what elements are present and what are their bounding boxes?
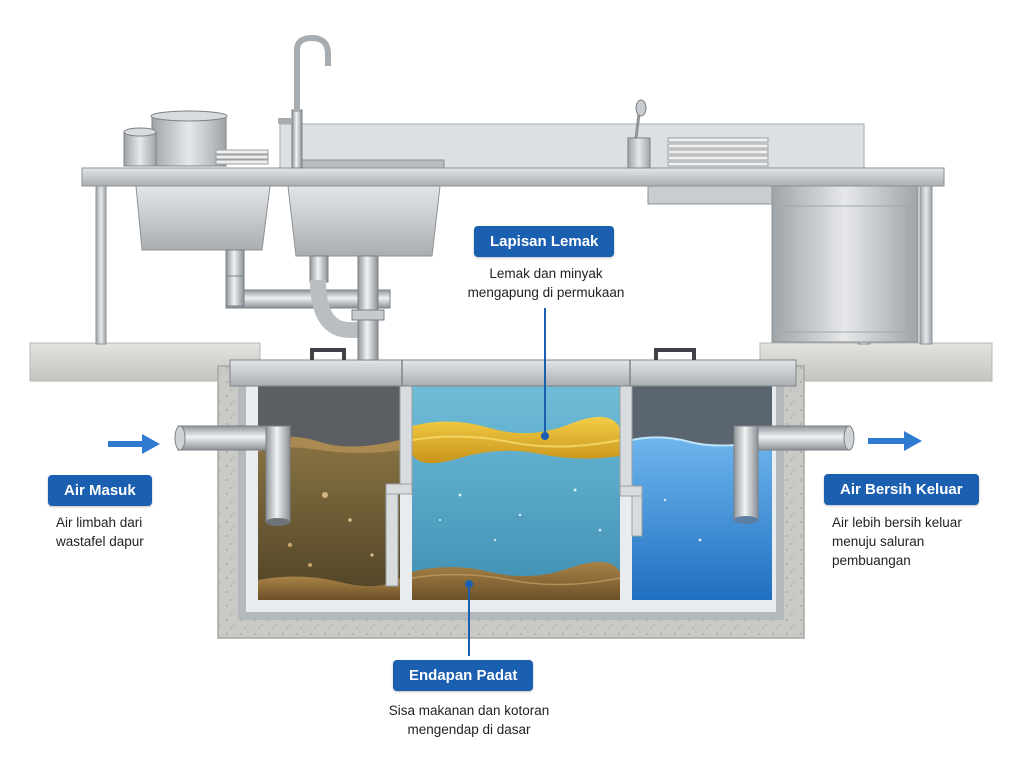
lid-handle-icon: [654, 348, 696, 360]
outlet-desc-line-3: pembuangan: [832, 553, 911, 568]
inlet-chamber: [258, 386, 400, 600]
outlet-pipe: [733, 425, 855, 524]
grease-layer: [412, 416, 620, 464]
grease-desc-line-2: mengapung di permukaan: [467, 285, 625, 300]
inlet-desc-line-1: Air limbah dari: [56, 515, 143, 530]
sediment-leader-dot: [465, 580, 473, 588]
tank-lids: [229, 348, 797, 387]
plate-stack-icon: [215, 149, 269, 165]
middle-chamber: [411, 386, 621, 600]
pot-icon: [150, 110, 228, 167]
sediment-desc-line-1: Sisa makanan dan kotoran: [388, 703, 550, 718]
inlet-pipe: [174, 425, 291, 526]
baffle-left: [385, 385, 413, 587]
sediment-desc-line-2: mengendap di dasar: [407, 722, 531, 737]
inlet-description: Air limbah dari wastafel dapur: [56, 513, 144, 551]
grease-layer-description: Lemak dan minyak mengapung di permukaan: [466, 264, 626, 302]
outlet-description: Air lebih bersih keluar menuju saluran p…: [832, 513, 962, 570]
inflow-arrow-icon: [108, 434, 160, 454]
sink-bowls: [135, 159, 445, 257]
grease-desc-line-1: Lemak dan minyak: [489, 266, 603, 281]
outlet-desc-line-1: Air lebih bersih keluar: [832, 515, 962, 530]
drain-pipes: [225, 249, 391, 361]
pot-icon: [123, 127, 157, 167]
plate-stack-icon: [667, 137, 769, 167]
inlet-desc-line-2: wastafel dapur: [56, 534, 144, 549]
sediment-description: Sisa makanan dan kotoran mengendap di da…: [374, 701, 564, 739]
lid-handle-icon: [310, 348, 346, 360]
outlet-badge: Air Bersih Keluar: [824, 474, 979, 505]
grease-leader-dot: [541, 432, 549, 440]
outlet-desc-line-2: menuju saluran: [832, 534, 925, 549]
outflow-arrow-icon: [868, 431, 922, 451]
faucet-icon: [278, 34, 331, 169]
sediment-badge: Endapan Padat: [393, 660, 534, 691]
utensil-holder-icon: [627, 99, 651, 169]
inlet-badge: Air Masuk: [48, 475, 152, 506]
grease-layer-badge: Lapisan Lemak: [474, 226, 615, 257]
